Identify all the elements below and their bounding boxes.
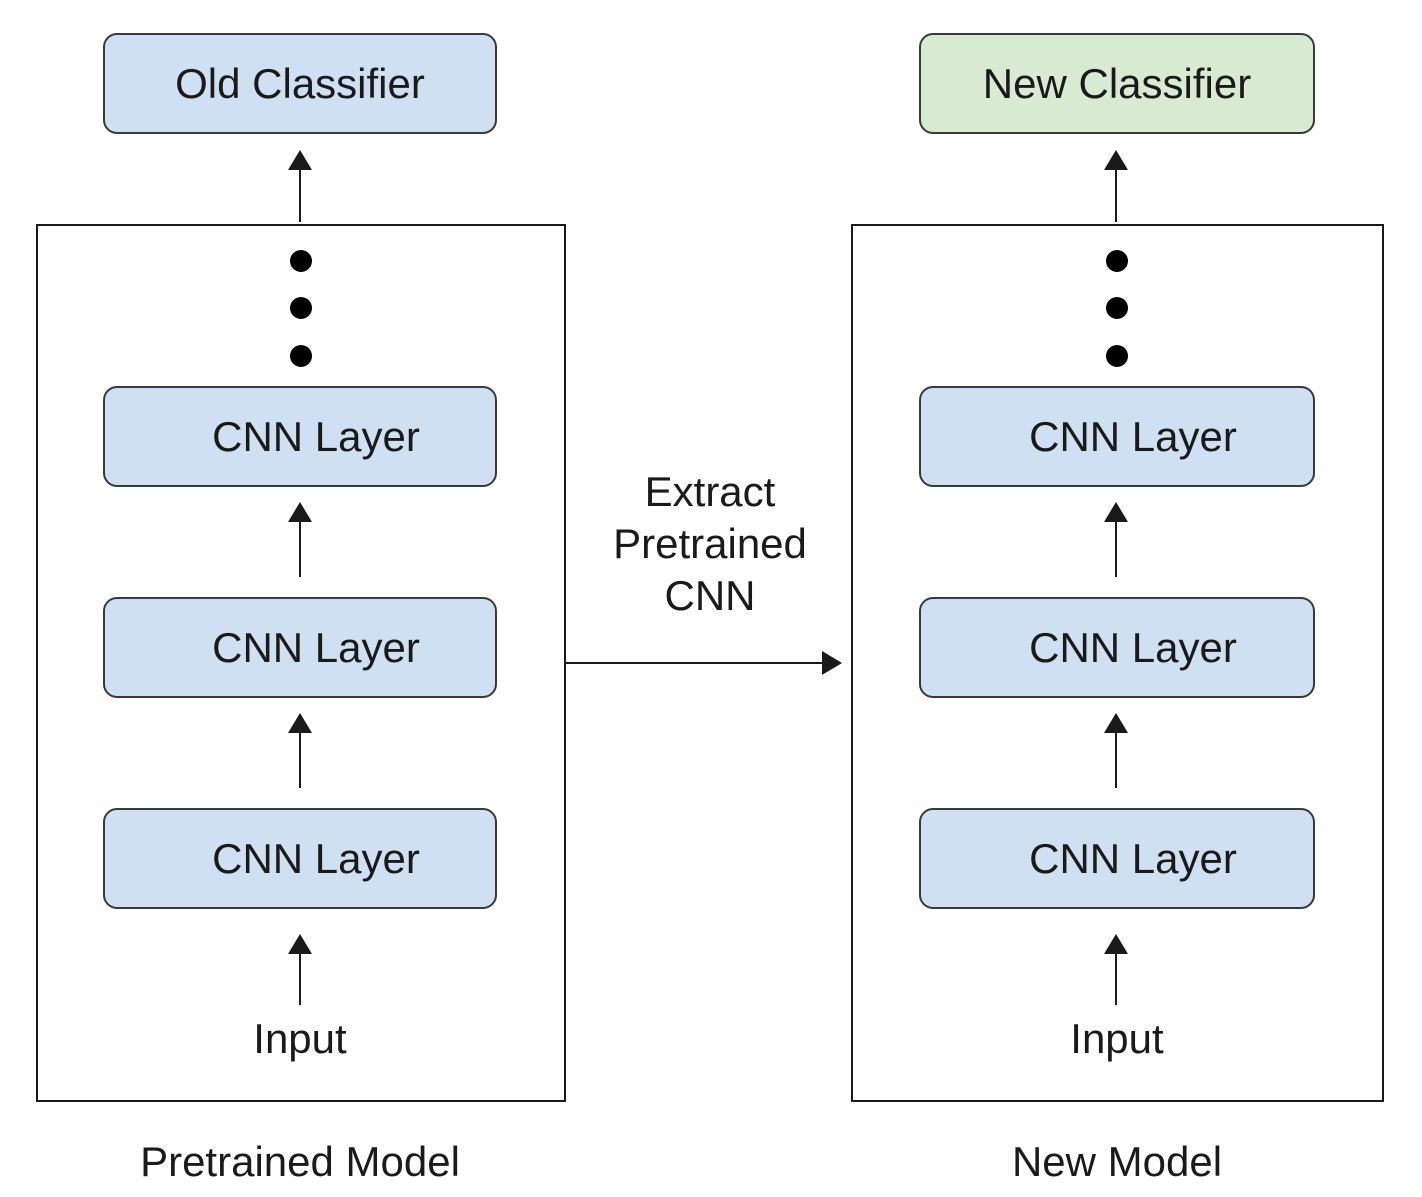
cnn-layer-label: CNN Layer	[1029, 623, 1237, 671]
extract-label-line3: CNN	[664, 572, 756, 619]
ellipsis-dot	[290, 250, 312, 272]
pretrained-cnn-layer-middle: CNN Layer	[103, 597, 497, 698]
pretrained-cnn-layer-top: CNN Layer	[103, 386, 497, 487]
ellipsis-dot	[1106, 297, 1128, 319]
pretrained-cnn-layer-bottom: CNN Layer	[103, 808, 497, 909]
new-cnn-layer-bottom: CNN Layer	[919, 808, 1315, 909]
new-input-label: Input	[1070, 1015, 1164, 1062]
cnn-layer-label: CNN Layer	[1029, 834, 1237, 882]
cnn-layer-label: CNN Layer	[212, 412, 420, 460]
cnn-layer-label: CNN Layer	[1029, 412, 1237, 460]
new-classifier-box: New Classifier	[919, 33, 1315, 134]
ellipsis-dot	[1106, 250, 1128, 272]
ellipsis-dot	[290, 297, 312, 319]
ellipsis-dot	[1106, 345, 1128, 367]
pretrained-model-caption: Pretrained Model	[140, 1138, 460, 1185]
extract-label-line2: Pretrained	[613, 520, 807, 567]
extract-label-line1: Extract	[644, 468, 776, 515]
old-classifier-label: Old Classifier	[175, 59, 425, 107]
cnn-layer-label: CNN Layer	[212, 623, 420, 671]
old-classifier-box: Old Classifier	[103, 33, 497, 134]
extract-label: Extract Pretrained CNN	[590, 466, 830, 622]
pretrained-input-label: Input	[253, 1015, 347, 1062]
new-model-caption: New Model	[1011, 1138, 1223, 1185]
ellipsis-dot	[290, 345, 312, 367]
new-cnn-layer-middle: CNN Layer	[919, 597, 1315, 698]
cnn-layer-label: CNN Layer	[212, 834, 420, 882]
new-cnn-layer-top: CNN Layer	[919, 386, 1315, 487]
new-classifier-label: New Classifier	[982, 59, 1252, 107]
